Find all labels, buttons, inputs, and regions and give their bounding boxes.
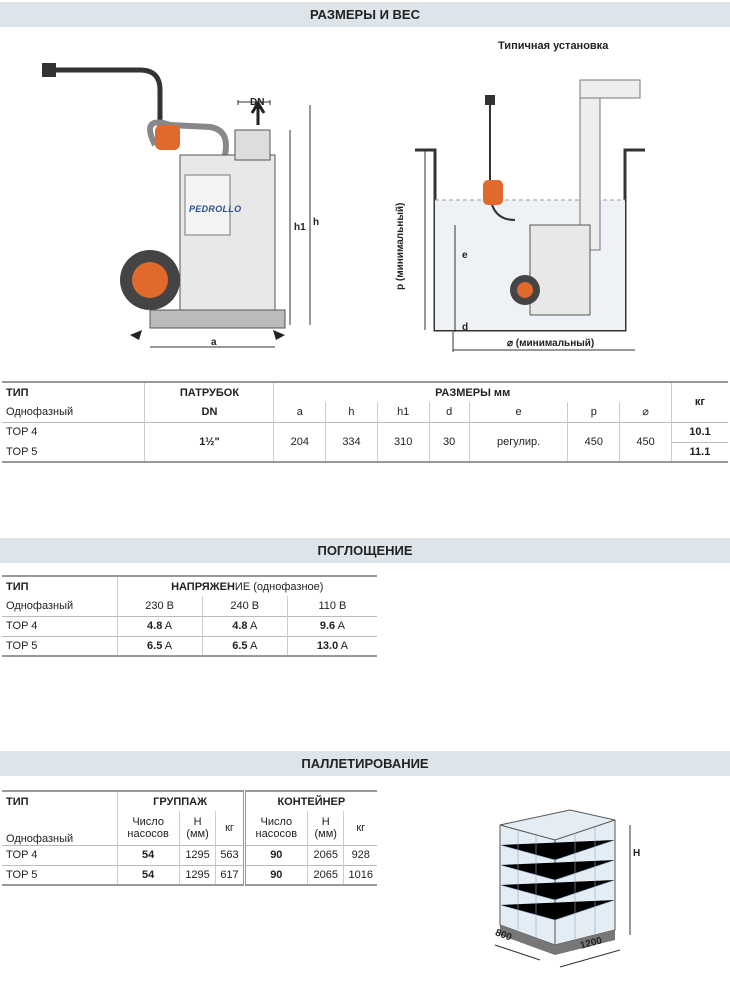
section-header-absorption: ПОГЛОЩЕНИЕ: [0, 538, 730, 563]
dn-label: DN: [250, 97, 265, 108]
section-header-palletizing: ПАЛЛЕТИРОВАНИЕ: [0, 751, 730, 776]
p-label: p (минимальный): [395, 202, 406, 290]
install-title: Типичная установка: [498, 40, 609, 52]
installation-drawing: [415, 79, 645, 352]
pump-brand-logo: PEDROLLO: [189, 204, 242, 214]
pump-dimension-drawing: [42, 63, 311, 348]
a-label: a: [211, 337, 217, 348]
pallet-drawing: [494, 809, 631, 968]
e-label: e: [462, 250, 468, 261]
pallet-height-label: H: [633, 848, 641, 859]
h-label: h: [313, 217, 320, 228]
d-label: d: [462, 322, 469, 333]
section-header-dimensions: РАЗМЕРЫ И ВЕС: [0, 2, 730, 27]
diameter-label: ⌀ (минимальный): [507, 338, 595, 349]
h1-label: h1: [294, 222, 306, 233]
